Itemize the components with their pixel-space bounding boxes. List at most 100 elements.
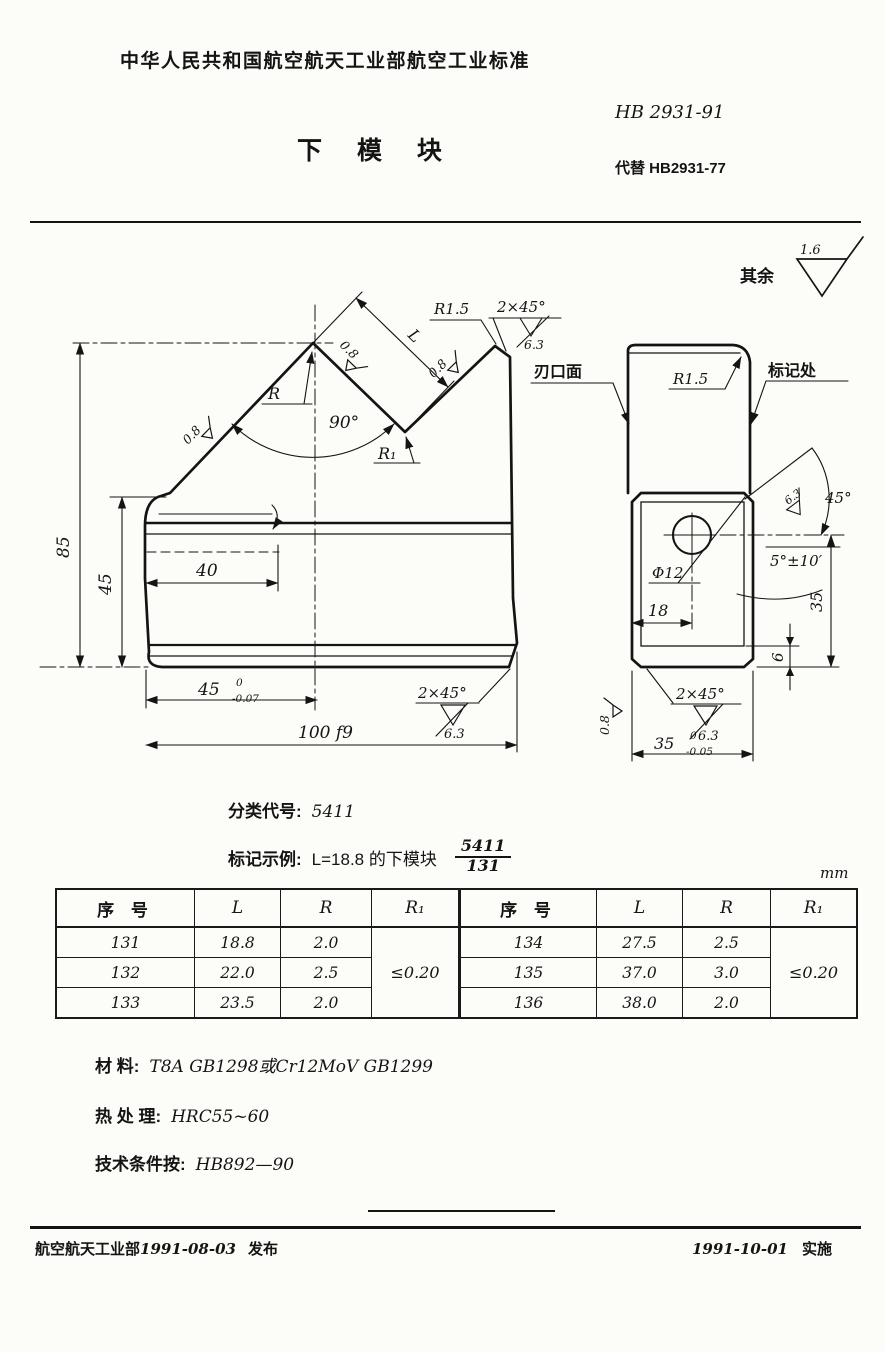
- header-rule: [30, 221, 861, 223]
- table-unit-label: mm: [820, 864, 849, 882]
- marking-text: L=18.8 的下模块: [311, 849, 437, 869]
- dim-35tol: 35: [654, 734, 674, 753]
- mark-place-leader: [750, 380, 849, 425]
- heat-label: 热 处 理:: [95, 1107, 162, 1126]
- col-header-L: L: [596, 888, 683, 928]
- side-finish-left-value: 0.8: [597, 715, 612, 735]
- col-header-R1: R₁: [770, 888, 858, 928]
- dim-100f9: 100 f9: [298, 723, 353, 743]
- dim-40: 40: [195, 561, 218, 581]
- cell-seq: 133: [55, 987, 195, 1019]
- finish-6-3-icon: [516, 315, 550, 348]
- cell-L: 18.8: [194, 926, 281, 958]
- surface-note-value: 1.6: [800, 243, 821, 258]
- end-rule-short: [368, 1210, 555, 1212]
- col-header-L: L: [194, 888, 281, 928]
- side-radius-top-label: R1.5: [672, 370, 708, 388]
- classification-value: 5411: [311, 802, 355, 822]
- mark-place-label: 标记处: [767, 361, 817, 380]
- front-chamfer-bottom-finish: 6.3: [444, 727, 465, 742]
- classification-line: 分类代号: 5411: [228, 797, 355, 822]
- heat-value: HRC55~60: [171, 1107, 270, 1127]
- front-edge-pointer: [271, 504, 283, 530]
- cell-R1-merged: ≤0.20: [770, 926, 858, 1019]
- marking-fraction-top: 5411: [454, 837, 512, 858]
- table-header-row: 序 号 L R R₁: [459, 888, 858, 928]
- cell-seq: 132: [55, 957, 195, 988]
- marking-label: 标记示例:: [228, 849, 302, 869]
- angle-45-arc: [811, 447, 830, 536]
- tech-label: 技术条件按:: [95, 1155, 186, 1174]
- dim-35: 35: [807, 592, 826, 612]
- angle-45-label: 45°: [824, 489, 852, 507]
- side-radius-leader: [668, 357, 741, 390]
- draft-angle-label: 5°±10′: [770, 552, 823, 570]
- standard-org-line: 中华人民共和国航空航天工业部航空工业标准: [120, 51, 531, 72]
- footer-issue-verb: 发布: [247, 1241, 278, 1258]
- dim-6: 6: [769, 652, 787, 662]
- dim-35tol-extensions: [631, 670, 754, 762]
- material-value: T8A GB1298或Cr12MoV GB1299: [149, 1057, 433, 1077]
- cell-R: 2.5: [682, 926, 771, 958]
- col-header-R: R: [280, 888, 372, 928]
- tech-conditions-line: 技术条件按: HB892—90: [95, 1150, 294, 1175]
- col-header-seq: 序 号: [55, 888, 195, 928]
- side-lower-outline: [630, 491, 755, 669]
- material-line: 材 料: T8A GB1298或Cr12MoV GB1299: [95, 1052, 433, 1077]
- cell-L: 23.5: [194, 987, 281, 1019]
- hole-dia-label: Φ12: [652, 564, 683, 582]
- col-header-seq: 序 号: [459, 888, 597, 928]
- cell-L: 27.5: [596, 926, 683, 958]
- dim-L-extensions: [312, 291, 455, 433]
- side-chamfer-finish: 6.3: [698, 729, 719, 744]
- dim-L-line: [355, 297, 449, 388]
- dim-45tol-upper: 0: [236, 677, 243, 689]
- footer-issuer: 航空航天工业部: [35, 1241, 141, 1258]
- marking-fraction-bottom: 131: [466, 855, 500, 875]
- replaces-code: 代替 HB2931-77: [615, 160, 726, 177]
- table-row: 136 38.0 2.0: [459, 987, 857, 1019]
- table-row: 132 22.0 2.5: [55, 957, 459, 988]
- side-upper-outline: [626, 343, 752, 495]
- front-radius-leader: [429, 319, 497, 345]
- cell-seq: 131: [55, 926, 195, 958]
- finish-0-8-icon: 0.8: [425, 349, 460, 381]
- angle-45-finish-value: 6.3: [782, 486, 804, 507]
- side-inner-rect: [640, 501, 745, 647]
- cell-seq: 135: [459, 957, 597, 988]
- cell-L: 37.0: [596, 957, 683, 988]
- finish-6-3-icon: [689, 703, 724, 740]
- dim-85: 85: [54, 536, 74, 558]
- page-title: 下 模 块: [297, 137, 456, 165]
- cell-seq: 134: [459, 926, 597, 958]
- col-header-R1: R₁: [371, 888, 460, 928]
- angle-45-line: [744, 447, 813, 500]
- table-row: 135 37.0 3.0: [459, 957, 857, 988]
- cell-L: 38.0: [596, 987, 683, 1019]
- hole-dia-leader: [648, 496, 746, 584]
- material-label: 材 料:: [95, 1057, 140, 1076]
- angle-90-label: 90°: [329, 413, 359, 433]
- dim-6-lines: [745, 623, 800, 691]
- angle-90-arc: [231, 423, 395, 458]
- edge-face-label: 刃口面: [534, 363, 582, 381]
- finish-groove-left-value: 0.8: [337, 337, 362, 362]
- front-r1-leader: [405, 436, 415, 464]
- dim-6-arrows: [786, 637, 794, 676]
- finish-0-8-icon: 0.8: [597, 697, 624, 735]
- heat-treatment-line: 热 处 理: HRC55~60: [95, 1102, 269, 1127]
- cell-R: 2.5: [280, 957, 372, 988]
- side-chamfer-leader: [646, 668, 742, 705]
- front-chamfer-bottom-label: 2×45°: [417, 684, 467, 702]
- dim-45tol-lower: -0.07: [232, 693, 259, 705]
- tech-value: HB892—90: [195, 1155, 295, 1175]
- standard-code: HB 2931-91: [615, 102, 725, 123]
- parameter-table-left: 序 号 L R R₁ 131 18.8 2.0 ≤0.20 132 22.0 2…: [55, 888, 460, 1019]
- front-chamfer-top-finish: 6.3: [524, 337, 544, 352]
- finish-6-3-icon: [435, 702, 469, 737]
- classification-label: 分类代号:: [228, 802, 302, 821]
